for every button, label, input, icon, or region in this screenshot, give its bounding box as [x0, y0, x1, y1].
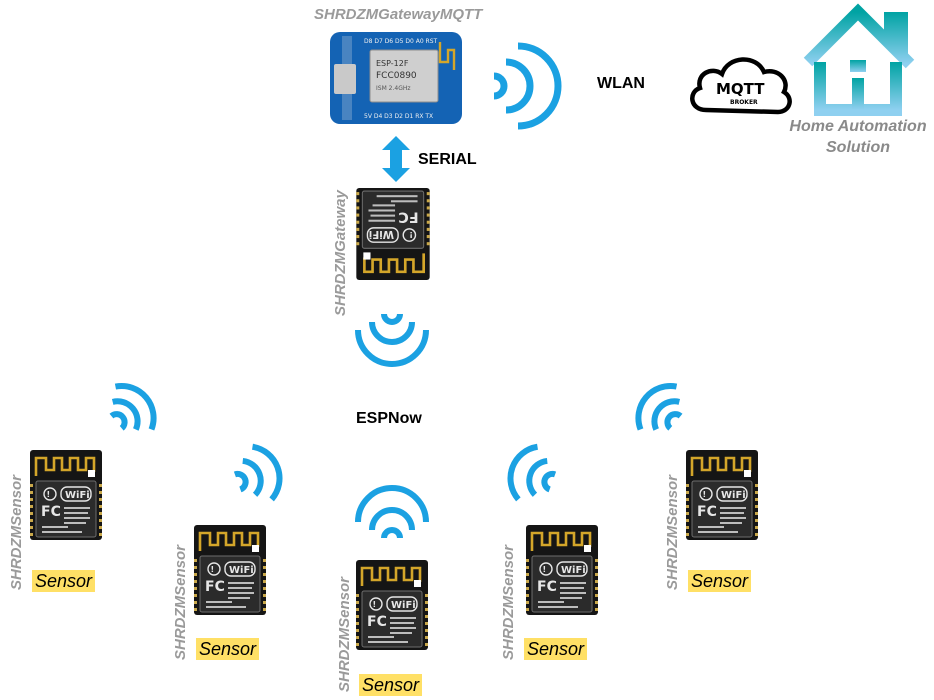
- sensor-2-label: SHRDZMSensor: [172, 544, 189, 660]
- gateway-esp12-module: [356, 188, 430, 280]
- sensor-1-tag: Sensor: [32, 570, 96, 592]
- sensor-4-signal-icon: [507, 443, 557, 502]
- wemos-d1-mini-board: ESP-12F FCC0890 ISM 2.4GHz D8 D7 D6 D5 D…: [330, 32, 462, 124]
- sensor-1-esp12-module: [30, 440, 102, 550]
- wlan-signal-icon: [493, 42, 562, 130]
- sensor-2-signal-icon: [233, 443, 283, 502]
- sensor-5-label: SHRDZMSensor: [664, 474, 681, 590]
- gateway-espnow-signal-icon: [355, 313, 429, 367]
- svg-text:ISM 2.4GHz: ISM 2.4GHz: [376, 85, 411, 92]
- sensor-1-label: SHRDZMSensor: [8, 474, 25, 590]
- svg-text:D8 D7 D6 D5 D0 A0 RST: D8 D7 D6 D5 D0 A0 RST: [364, 38, 438, 45]
- svg-text:FCC0890: FCC0890: [376, 71, 417, 81]
- home-automation-line2: Solution: [826, 139, 890, 156]
- mqtt-broker-title: MQTT: [716, 80, 765, 98]
- sensor-3-tag: Sensor: [359, 674, 423, 696]
- sensor-3-label: SHRDZMSensor: [336, 576, 353, 692]
- home-automation-label: Home Automation Solution: [786, 116, 930, 158]
- sensor-1-signal-icon: [109, 383, 157, 431]
- gateway-mqtt-label: SHRDZMGatewayMQTT: [314, 6, 483, 23]
- svg-text:5V D4 D3 D2 D1 RX TX: 5V D4 D3 D2 D1 RX TX: [364, 113, 433, 120]
- serial-label: SERIAL: [418, 151, 477, 168]
- mqtt-broker-cloud-icon: MQTT BROKER: [690, 57, 792, 115]
- wlan-label: WLAN: [597, 75, 645, 92]
- sensor-2-esp12-module: [194, 515, 266, 625]
- sensor-5-tag: Sensor: [688, 570, 752, 592]
- home-automation-house-icon: [803, 3, 915, 116]
- sensor-3-signal-icon: [355, 485, 429, 539]
- gateway-label: SHRDZMGateway: [332, 190, 349, 316]
- mqtt-broker-subtitle: BROKER: [730, 99, 758, 106]
- sensor-4-tag: Sensor: [524, 638, 588, 660]
- sensor-2-tag: Sensor: [196, 638, 260, 660]
- sensor-4-label: SHRDZMSensor: [500, 544, 517, 660]
- svg-text:ESP-12F: ESP-12F: [376, 59, 409, 68]
- sensor-5-signal-icon: [635, 383, 683, 431]
- sensor-4-esp12-module: [526, 515, 598, 625]
- espnow-label: ESPNow: [356, 410, 422, 427]
- home-automation-line1: Home Automation: [789, 118, 927, 135]
- serial-double-arrow-icon: [382, 136, 410, 182]
- sensor-3-esp12-module: [356, 550, 428, 660]
- sensor-5-esp12-module: [686, 440, 758, 550]
